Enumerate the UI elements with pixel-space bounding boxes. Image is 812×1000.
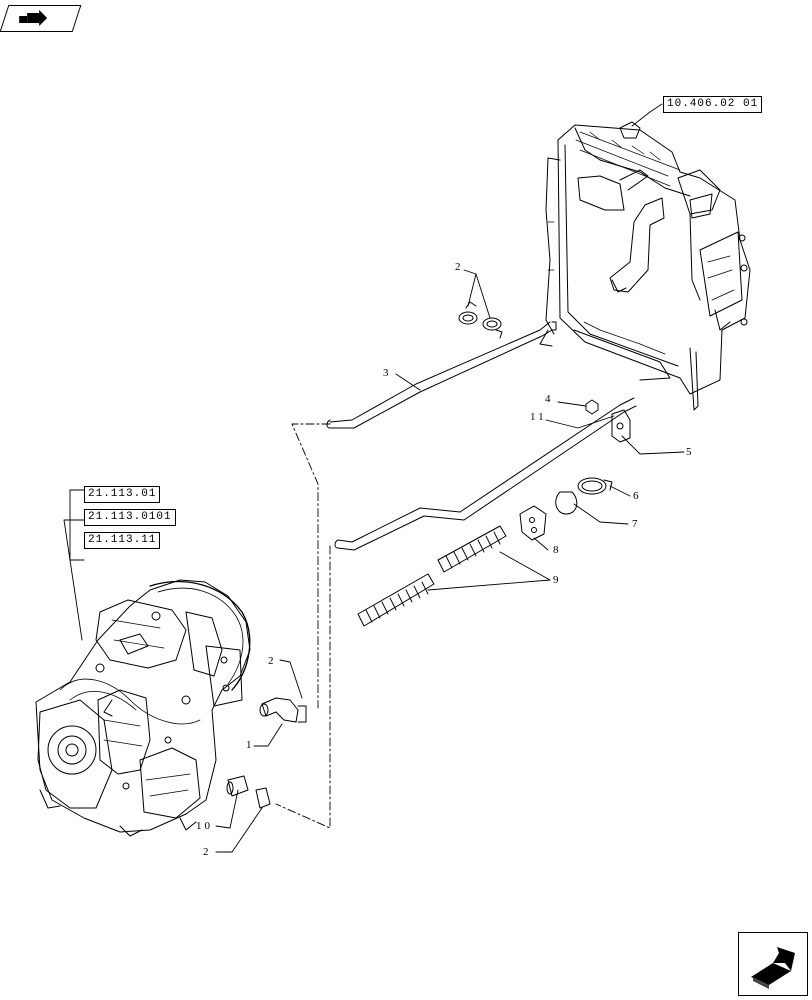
clip-7 (555, 491, 578, 515)
callout-10: 10 (196, 820, 213, 832)
corrugated-sleeve-lower (357, 573, 435, 627)
callout-9: 9 (553, 574, 559, 586)
transmission-assembly (35, 579, 251, 837)
leader-lines (63, 103, 685, 853)
reference-transmission-2[interactable]: 21.113.0101 (84, 509, 176, 526)
callout-4: 4 (545, 393, 551, 405)
bracket-5 (611, 409, 631, 443)
bracket-8 (519, 505, 547, 541)
hose-clamp-pair (458, 301, 503, 339)
reference-transmission-1[interactable]: 21.113.01 (84, 486, 161, 503)
elbow-fitting (259, 697, 307, 723)
radiator-assembly (539, 121, 751, 411)
callout-11: 11 (530, 411, 547, 423)
upper-pipe (326, 321, 557, 429)
callout-2-mid: 2 (268, 655, 274, 667)
next-page-icon[interactable] (738, 932, 808, 996)
callout-6: 6 (633, 490, 639, 502)
previous-page-icon[interactable] (0, 5, 82, 32)
nut (585, 399, 599, 415)
straight-fitting (226, 775, 249, 797)
reference-transmission-3[interactable]: 21.113.11 (84, 532, 161, 549)
callout-2-bottom: 2 (203, 846, 209, 858)
callout-1: 1 (246, 739, 252, 751)
lower-pipe (334, 397, 637, 551)
callout-2-top: 2 (455, 261, 461, 273)
routing-line (275, 423, 331, 829)
callout-3: 3 (383, 367, 389, 379)
callout-7: 7 (632, 518, 638, 530)
callout-5: 5 (686, 446, 692, 458)
callout-8: 8 (553, 544, 559, 556)
reference-radiator[interactable]: 10.406.02 01 (663, 96, 763, 113)
clamp-6 (577, 477, 613, 495)
hose-clamp-lower (255, 787, 271, 809)
corrugated-sleeve-upper (437, 525, 507, 573)
